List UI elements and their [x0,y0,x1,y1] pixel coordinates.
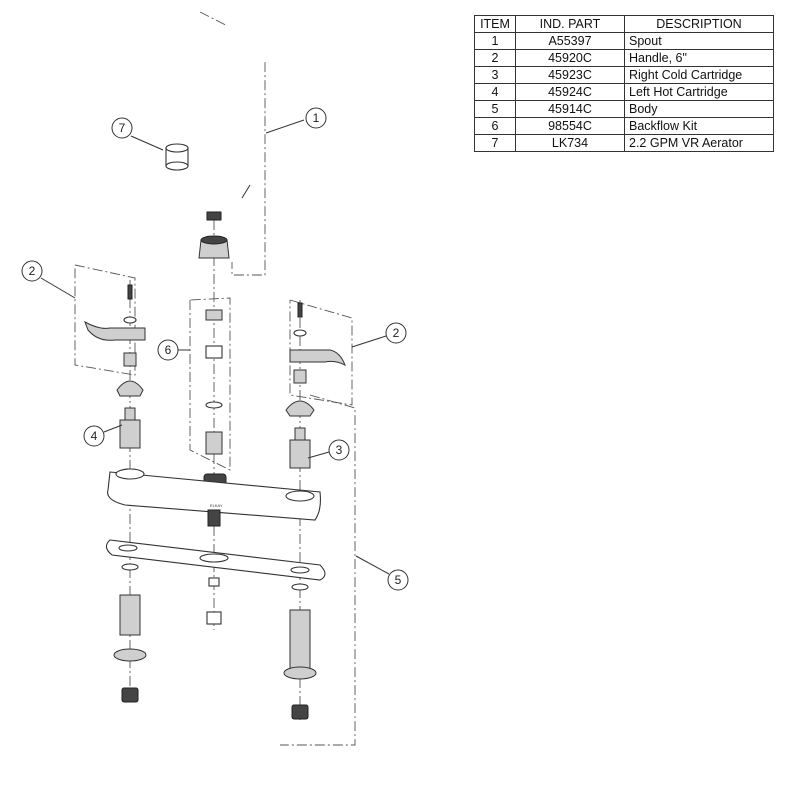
part-cell: 98554C [515,117,625,135]
svg-text:5: 5 [395,573,402,587]
item-cell: 6 [474,117,516,135]
description-cell: Spout [624,32,774,50]
description-cell: Backflow Kit [624,117,774,135]
lower-parts [113,563,317,720]
callout-2-left: 2 [21,260,76,299]
svg-text:2: 2 [393,326,400,340]
spout [202,23,268,221]
svg-text:6: 6 [165,343,172,357]
callout-4: 4 [83,424,123,447]
group-brackets [74,11,356,746]
item-cell: 5 [474,100,516,118]
svg-text:4: 4 [91,429,98,443]
part-cell: A55397 [515,32,625,50]
item-cell: 2 [474,49,516,67]
base-plate [105,539,326,581]
item-cell: 4 [474,83,516,101]
description-cell: Right Cold Cartridge [624,66,774,84]
item-cell: 3 [474,66,516,84]
callout-3: 3 [307,439,350,461]
body-logo: ELKAY [210,503,223,508]
svg-text:2: 2 [29,264,36,278]
part-cell: LK734 [515,134,625,152]
part-cell: 45914C [515,100,625,118]
faucet-body: ELKAY [107,468,321,527]
item-cell: 7 [474,134,516,152]
description-cell: Body [624,100,774,118]
header-item: ITEM [474,15,516,33]
header-description: DESCRIPTION [624,15,774,33]
spout-nut [198,235,230,259]
callout-2-right: 2 [351,322,407,348]
center-lines [129,220,301,720]
callout-5: 5 [355,555,409,591]
header-part: IND. PART [515,15,625,33]
svg-text:7: 7 [119,121,126,135]
callout-6: 6 [157,339,190,361]
table-header-row: ITEM IND. PART DESCRIPTION [474,15,774,33]
callout-1: 1 [265,107,327,134]
part-cell: 45920C [515,49,625,67]
svg-text:1: 1 [313,111,320,125]
item-cell: 1 [474,32,516,50]
left-handle-assembly [84,284,146,478]
description-cell: 2.2 GPM VR Aerator [624,134,774,152]
callout-7: 7 [111,117,164,151]
svg-text:3: 3 [336,443,343,457]
description-cell: Left Hot Cartridge [624,83,774,101]
right-handle-assembly [285,302,346,469]
aerator [165,143,189,171]
part-cell: 45923C [515,66,625,84]
backflow-kit [203,309,227,489]
part-cell: 45924C [515,83,625,101]
description-cell: Handle, 6" [624,49,774,67]
